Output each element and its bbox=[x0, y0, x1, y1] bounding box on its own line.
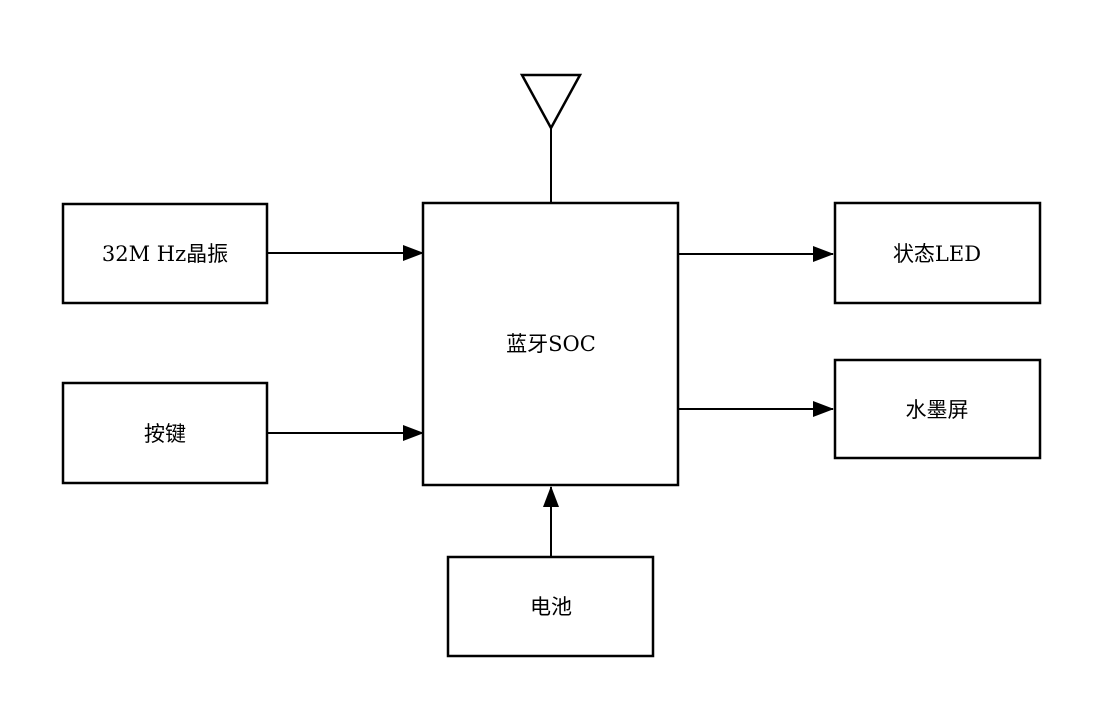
node-eink: 水墨屏 bbox=[833, 358, 1042, 460]
node-button-label: 按键 bbox=[144, 422, 186, 446]
node-button: 按键 bbox=[61, 381, 269, 485]
node-soc-label: 蓝牙SOC bbox=[506, 332, 596, 356]
node-status-led-label: 状态LED bbox=[893, 242, 981, 266]
node-crystal: 32M Hz晶振 bbox=[61, 202, 269, 305]
node-battery: 电池 bbox=[446, 555, 655, 658]
node-soc: 蓝牙SOC bbox=[421, 201, 680, 487]
node-battery-label: 电池 bbox=[530, 595, 572, 619]
node-status-led: 状态LED bbox=[833, 201, 1042, 305]
node-eink-label: 水墨屏 bbox=[906, 398, 969, 422]
antenna-icon bbox=[519, 73, 583, 203]
node-crystal-label: 32M Hz晶振 bbox=[102, 242, 228, 266]
